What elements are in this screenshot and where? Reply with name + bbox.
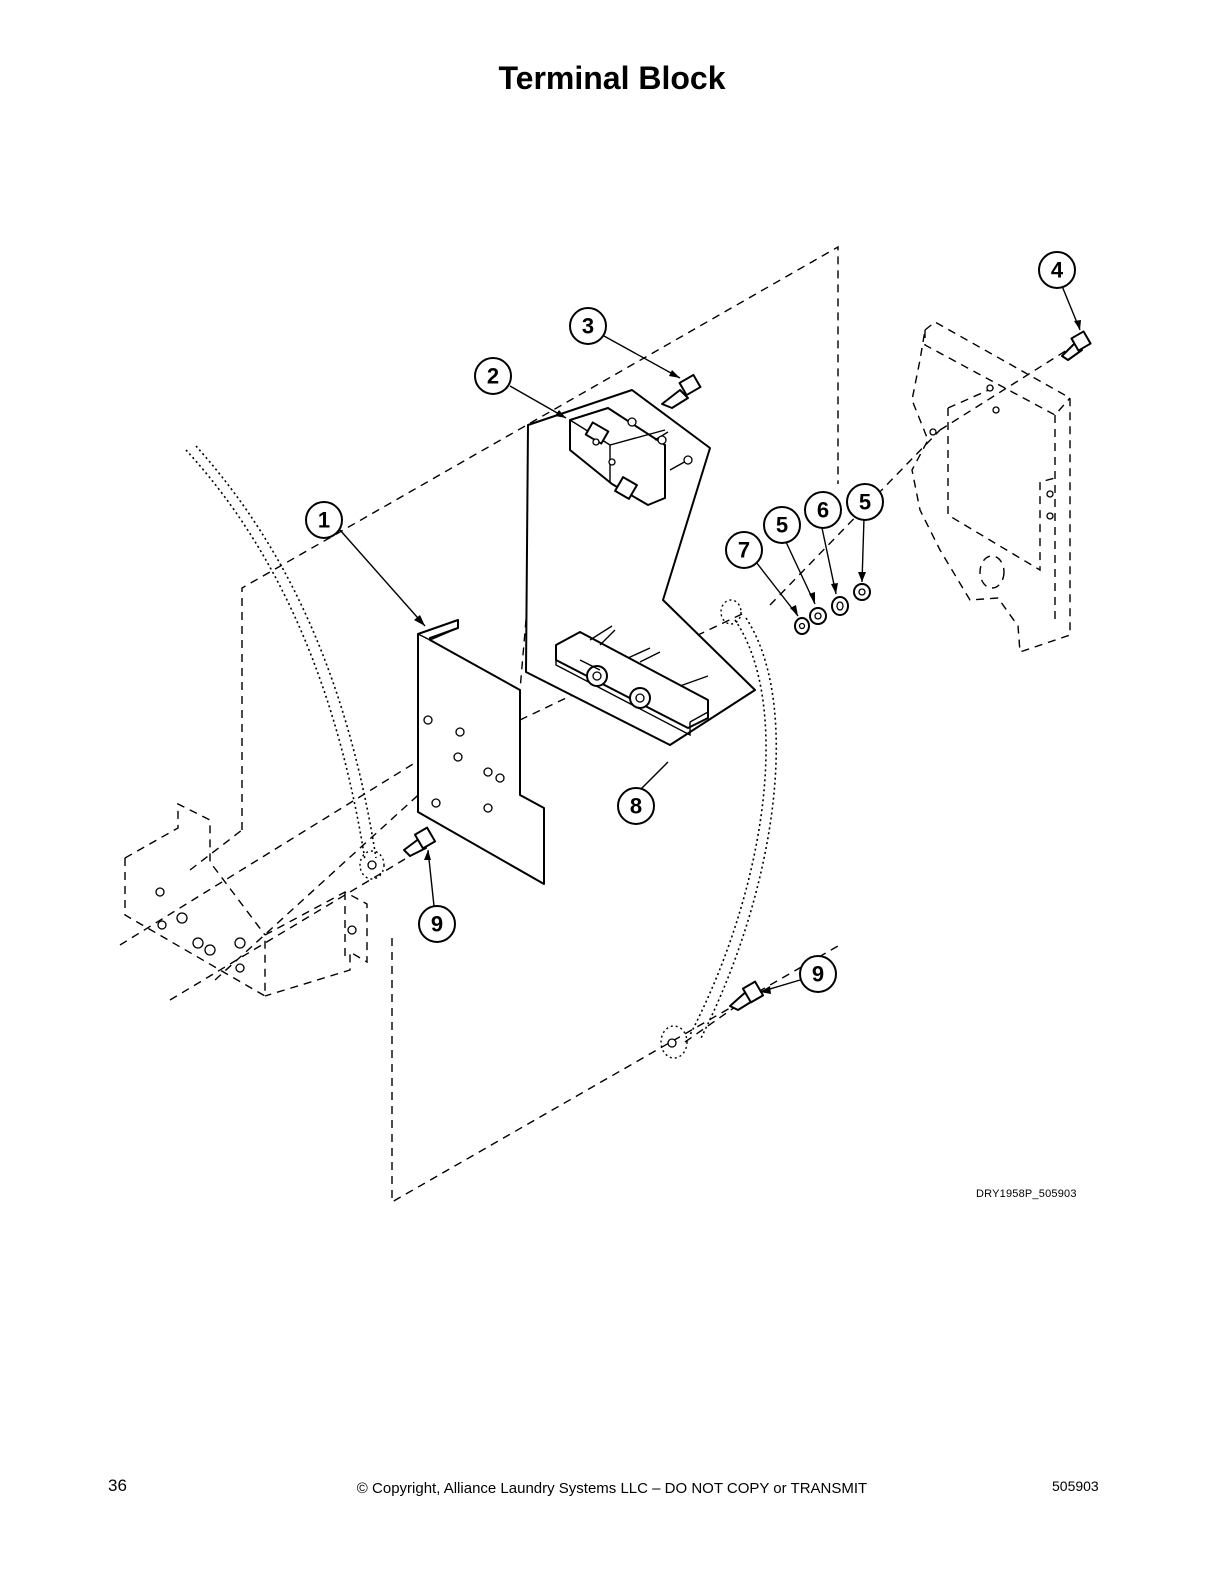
lower-left-bracket — [124, 802, 368, 998]
washers-and-nuts — [794, 583, 871, 635]
copyright-notice: © Copyright, Alliance Laundry Systems LL… — [356, 1480, 868, 1497]
svg-text:6: 6 — [817, 498, 829, 523]
svg-text:7: 7 — [738, 538, 750, 563]
callout-1: 1 — [305, 501, 343, 539]
callout-4: 4 — [1038, 251, 1076, 289]
callout-8: 8 — [617, 787, 655, 825]
callout-7: 7 — [725, 531, 763, 569]
callout-6: 6 — [804, 491, 842, 529]
svg-text:5: 5 — [776, 513, 788, 538]
screw-9-right — [729, 980, 765, 1011]
callout-9-left: 9 — [418, 905, 456, 943]
svg-text:5: 5 — [859, 490, 871, 515]
ground-wire-left — [185, 445, 385, 880]
callout-5-left: 5 — [763, 506, 801, 544]
ground-wire-right — [660, 599, 778, 1059]
callout-5-right: 5 — [846, 483, 884, 521]
screw-9-left — [403, 826, 437, 857]
page-title: Terminal Block — [498, 60, 726, 96]
document-number: 505903 — [1052, 1478, 1099, 1494]
svg-text:3: 3 — [582, 314, 594, 339]
right-side-bracket — [911, 321, 1071, 653]
leader-lines — [339, 285, 1081, 994]
lower-terminal-block — [555, 625, 709, 737]
svg-text:9: 9 — [812, 962, 824, 987]
screw-3 — [661, 373, 702, 409]
svg-text:4: 4 — [1051, 258, 1064, 283]
page-number: 36 — [108, 1476, 127, 1495]
svg-text:2: 2 — [487, 364, 499, 389]
screw-4 — [1061, 330, 1092, 361]
svg-text:8: 8 — [630, 794, 642, 819]
callout-3: 3 — [569, 307, 607, 345]
svg-text:9: 9 — [431, 912, 443, 937]
upper-terminal-block — [569, 407, 693, 506]
callout-2: 2 — [474, 357, 512, 395]
svg-text:1: 1 — [318, 508, 330, 533]
drawing-code: DRY1958P_505903 — [976, 1188, 1077, 1200]
mounting-plate — [417, 619, 545, 885]
callout-9-right: 9 — [799, 955, 837, 993]
cabinet-outline — [189, 245, 839, 1204]
